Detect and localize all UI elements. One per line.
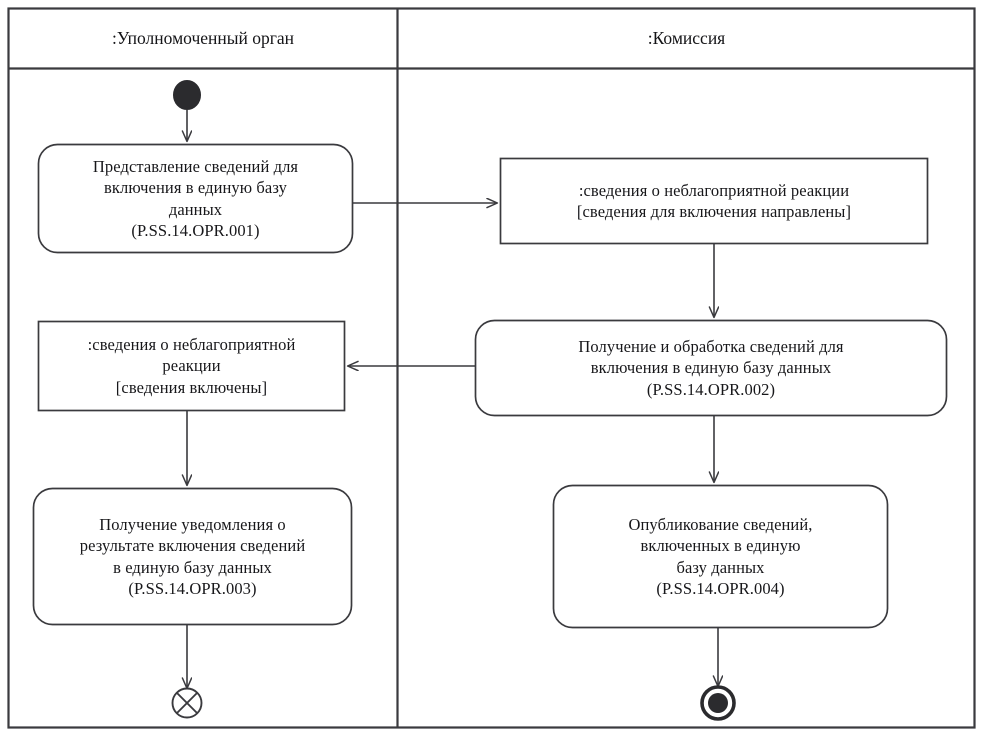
activity-final-node [700, 685, 736, 721]
activity-node-4-shape [552, 484, 889, 629]
initial-node [173, 80, 201, 110]
flow-final-node [171, 687, 203, 719]
lane-title-text-left: :Уполномоченный орган [111, 28, 295, 48]
object-node-1-shape [499, 157, 929, 245]
activity-node-3-shape [32, 487, 353, 626]
lane-title-text-right: :Комиссия [647, 28, 726, 48]
object-node-2-shape [37, 320, 346, 412]
activity-node-2-shape [474, 319, 948, 417]
lane-header-left: :Уполномоченный орган [9, 9, 397, 68]
lane-header-right: :Комиссия [399, 9, 974, 68]
activity-node-1-shape [37, 143, 354, 254]
